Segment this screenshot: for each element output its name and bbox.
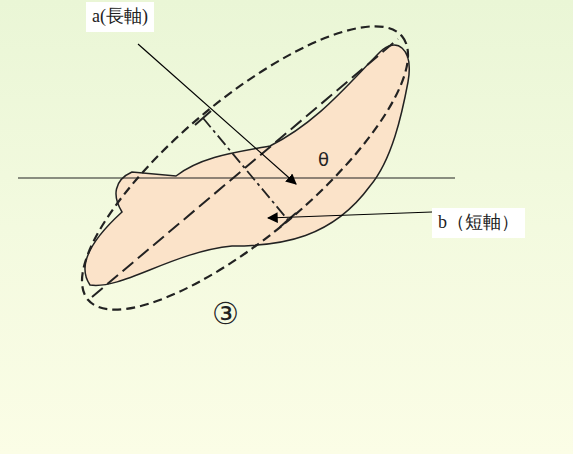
axis-label: a(長軸) bbox=[86, 2, 154, 32]
leader-arrow bbox=[138, 44, 296, 184]
long-axis bbox=[92, 39, 398, 297]
axis-tick bbox=[195, 111, 211, 125]
axis-tick bbox=[280, 213, 296, 227]
angle-label: θ bbox=[318, 149, 329, 171]
fitted-ellipse bbox=[44, 0, 445, 352]
axis-label: b（短軸） bbox=[432, 208, 525, 238]
short-axis bbox=[203, 118, 288, 220]
horizontal-line bbox=[18, 177, 455, 178]
leader-arrow bbox=[268, 212, 432, 218]
callout-number: ③ bbox=[212, 296, 239, 332]
